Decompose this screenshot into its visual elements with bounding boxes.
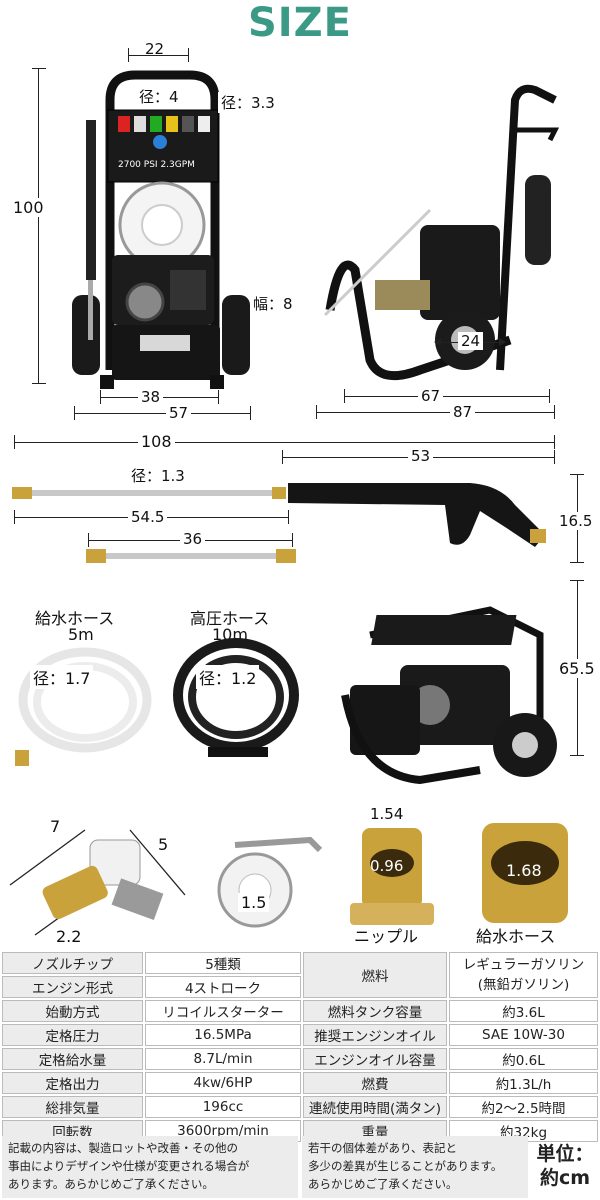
lance-length-label: 54.5 [128, 508, 168, 526]
hose-clamp-image [217, 836, 323, 928]
clamp-diameter-label: 1.5 [238, 893, 270, 912]
table-row: 定格圧力 16.5MPa 推奨エンジンオイル SAE 10W-30 [2, 1024, 598, 1046]
hoses-section: 給水ホース 5m 径：1.7 高圧ホース 10m 径：1.2 65.5 [0, 580, 600, 810]
machine-height-label: 65.5 [556, 659, 598, 678]
front-machine-image: 2700 PSI 2.3GPM [72, 70, 250, 389]
gun-section: 108 53 径：1.3 54.5 16.5 36 [0, 430, 600, 590]
unit-label: 単位： 約cm [536, 1143, 594, 1189]
faucet-adapter-image [9, 829, 186, 936]
top-width-label: 22 [145, 40, 165, 58]
nipple-image [350, 828, 434, 925]
panel-pressure: 2700 PSI 2.3GPM [118, 160, 195, 170]
gun-height-label: 16.5 [556, 512, 596, 530]
adapter-dim-b: 5 [158, 835, 169, 854]
height-label: 100 [10, 198, 47, 217]
water-hose-image [15, 647, 152, 766]
handle-diameter-label: 径：4 [136, 86, 182, 107]
table-row: 始動方式 リコイルスターター 燃料タンク容量 約3.6L [2, 1000, 598, 1022]
base-width-label: 38 [138, 388, 164, 406]
water-hose-name: 給水ホース [35, 609, 115, 628]
page-title: SIZE [247, 0, 353, 46]
note-left: 記載の内容は、製造ロットや改善・その他の 事由によりデザインや仕様が変更される場… [2, 1136, 298, 1198]
frame-diameter-label: 径：3.3 [218, 92, 278, 113]
spec-table: ノズルチップ 5種類 燃料 レギュラーガソリン (無鉛ガソリン) エンジン形式 … [0, 950, 600, 1144]
extension-length-label: 36 [180, 530, 206, 548]
gun-length-label: 53 [408, 447, 434, 465]
water-hose-fitting-name: 給水ホース [476, 927, 556, 946]
side-view: 24 67 87 [300, 40, 600, 430]
wheel-width-label: 幅：8 [253, 295, 293, 313]
lance-diameter-label: 径：1.3 [128, 465, 188, 486]
table-row: ノズルチップ 5種類 燃料 レギュラーガソリン (無鉛ガソリン) [2, 952, 598, 998]
table-row: 定格出力 4kw/6HP 燃費 約1.3L/h [2, 1072, 598, 1094]
fittings-section: 7 5 2.2 1.5 1.54 0.96 ニップル 1.68 給水ホース [0, 805, 600, 950]
total-length-label: 108 [138, 432, 175, 451]
adapter-dim-a: 7 [50, 817, 61, 836]
front-view: 2700 PSI 2.3GPM 22 径：4 径：3.3 100 幅：8 38 … [0, 40, 300, 430]
table-row: 定格給水量 8.7L/min エンジンオイル容量 約0.6L [2, 1048, 598, 1070]
high-hose-diameter: 径：1.2 [196, 665, 260, 689]
nipple-inner-label: 0.96 [370, 857, 404, 875]
total-depth-label: 87 [450, 403, 476, 421]
water-hose-diameter: 径：1.7 [30, 665, 94, 689]
total-width-label: 57 [166, 404, 192, 422]
water-hose-fitting-diameter: 1.68 [506, 861, 542, 880]
table-row: 総排気量 196cc 連続使用時間(満タン) 約2～2.5時間 [2, 1096, 598, 1118]
high-hose-name: 高圧ホース [190, 609, 270, 628]
extension-image [86, 549, 296, 563]
note-right: 若干の個体差があり、表記と 多少の差異が生じることがあります。 あらかじめご了承… [302, 1136, 528, 1198]
inner-depth-label: 67 [418, 387, 444, 405]
adapter-dim-c: 2.2 [56, 927, 82, 946]
compact-machine-image [341, 606, 557, 785]
notes-area: 記載の内容は、製造ロットや改善・その他の 事由によりデザインや仕様が変更される場… [0, 1136, 600, 1200]
water-hose-length: 5m [68, 625, 94, 644]
high-hose-image [173, 638, 299, 757]
nipple-name: ニップル [354, 927, 419, 946]
wheel-diameter-label: 24 [458, 332, 484, 350]
nipple-outer-label: 1.54 [370, 805, 404, 823]
table-row: エンジン形式 4ストローク [2, 976, 598, 998]
gun-image [12, 483, 546, 547]
water-hose-fitting-image [482, 823, 568, 923]
side-machine-image [323, 84, 560, 381]
